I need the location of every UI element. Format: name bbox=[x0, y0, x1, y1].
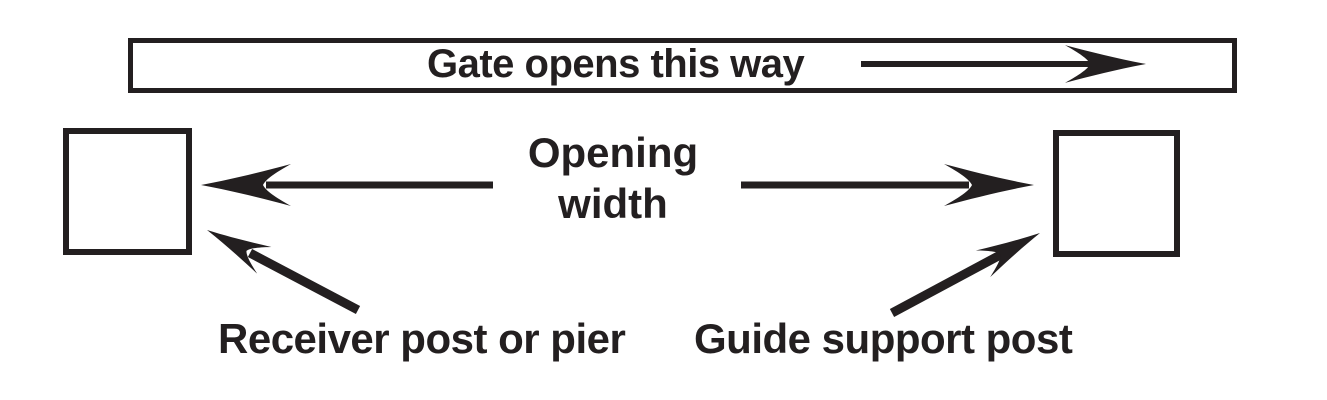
opening-width-line1: Opening bbox=[527, 129, 699, 176]
guide-post-square bbox=[1053, 130, 1180, 257]
receiver-post-label: Receiver post or pier bbox=[218, 315, 626, 362]
opening-width-right-arrow-icon bbox=[741, 164, 1034, 206]
guide-post-pointer-arrow-icon bbox=[889, 219, 1048, 317]
receiver-post-pointer-arrow-icon bbox=[199, 216, 361, 314]
gate-direction-label: Gate opens this way bbox=[427, 41, 805, 86]
receiver-post-square bbox=[63, 128, 192, 255]
opening-width-label: Opening width bbox=[463, 127, 763, 229]
gate-direction-banner: Gate opens this way bbox=[128, 38, 1237, 93]
opening-width-line2: width bbox=[558, 180, 668, 227]
opening-width-left-arrow-icon bbox=[201, 164, 493, 206]
guide-post-label: Guide support post bbox=[694, 315, 1073, 362]
